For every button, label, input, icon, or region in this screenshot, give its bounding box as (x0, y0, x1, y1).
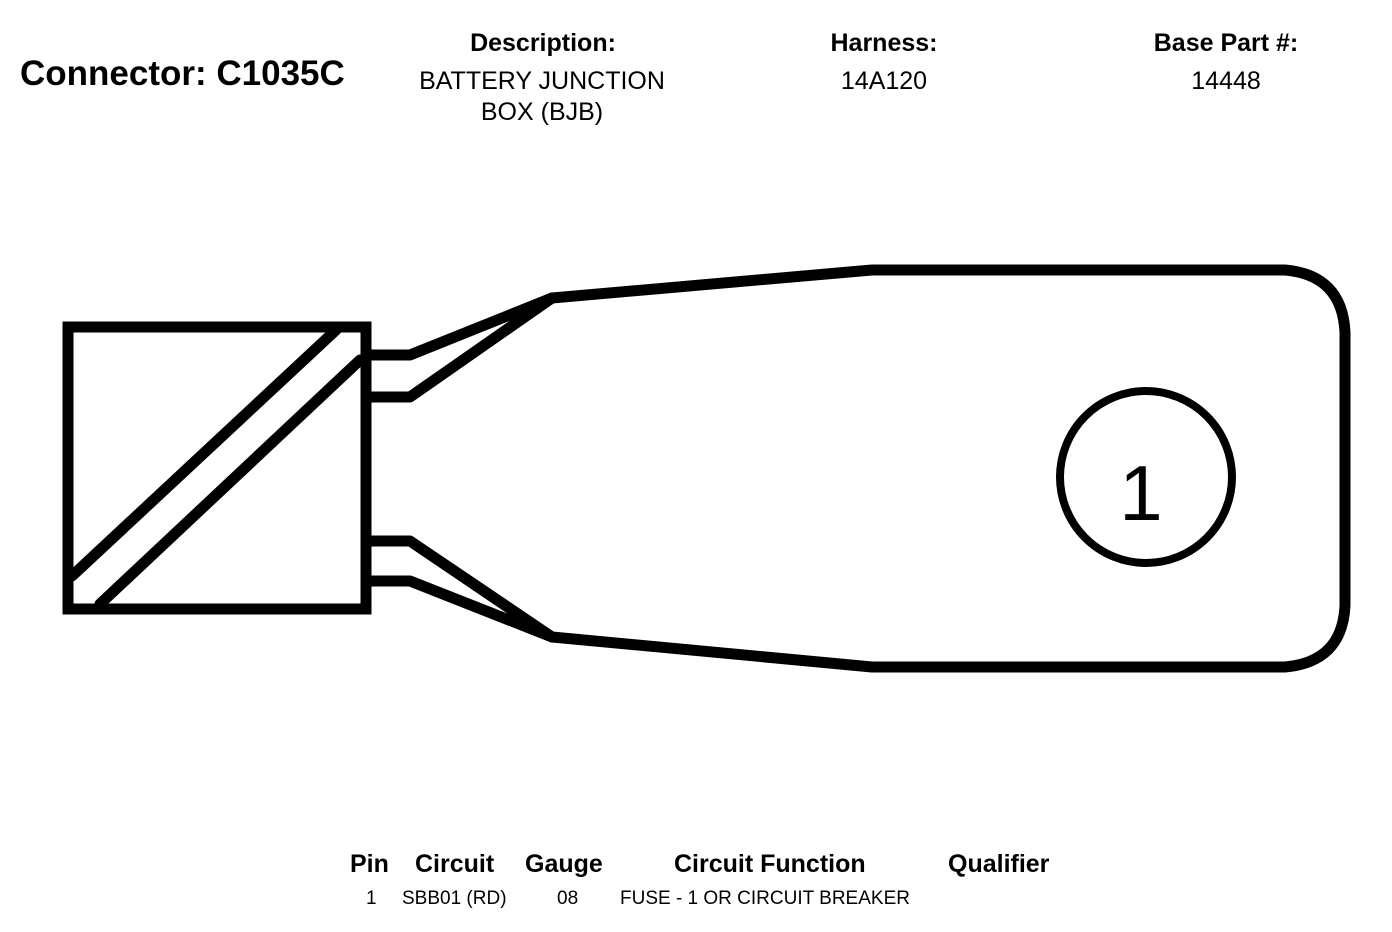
pin-number-label: 1 (1119, 449, 1162, 537)
table-header-circuit: Circuit (415, 850, 495, 878)
ring-terminal-outline (546, 264, 1351, 673)
table-header-gauge: Gauge (525, 850, 603, 878)
wire-stub-bottom-outer (364, 575, 558, 643)
table-cell-circuit: SBB01 (RD) (402, 888, 507, 909)
description-header: Description: (470, 29, 616, 57)
pin-circle (1056, 387, 1236, 567)
table-cell-function: FUSE - 1 OR CIRCUIT BREAKER (620, 888, 910, 909)
wire-stub-bottom-inner (364, 535, 558, 643)
terminal-diagonal-1 (66, 324, 342, 582)
harness-header: Harness: (830, 29, 938, 57)
table-header-pin: Pin (350, 850, 389, 878)
table-header-function: Circuit Function (674, 850, 866, 878)
table-cell-gauge: 08 (557, 888, 579, 909)
table-header-qualifier: Qualifier (948, 850, 1050, 878)
description-line2: BOX (BJB) (480, 98, 604, 126)
connector-title: Connector: C1035C (20, 54, 345, 93)
base-part-value: 14448 (1191, 67, 1261, 95)
wire-stub-top-outer (364, 292, 558, 361)
harness-value: 14A120 (840, 67, 928, 95)
table-cell-pin: 1 (366, 888, 377, 909)
description-line1: BATTERY JUNCTION (419, 67, 665, 95)
terminal-block (62, 321, 372, 615)
base-part-header: Base Part #: (1153, 29, 1299, 57)
terminal-diagonal-2 (94, 354, 366, 610)
wire-stub-top-inner (364, 292, 558, 403)
